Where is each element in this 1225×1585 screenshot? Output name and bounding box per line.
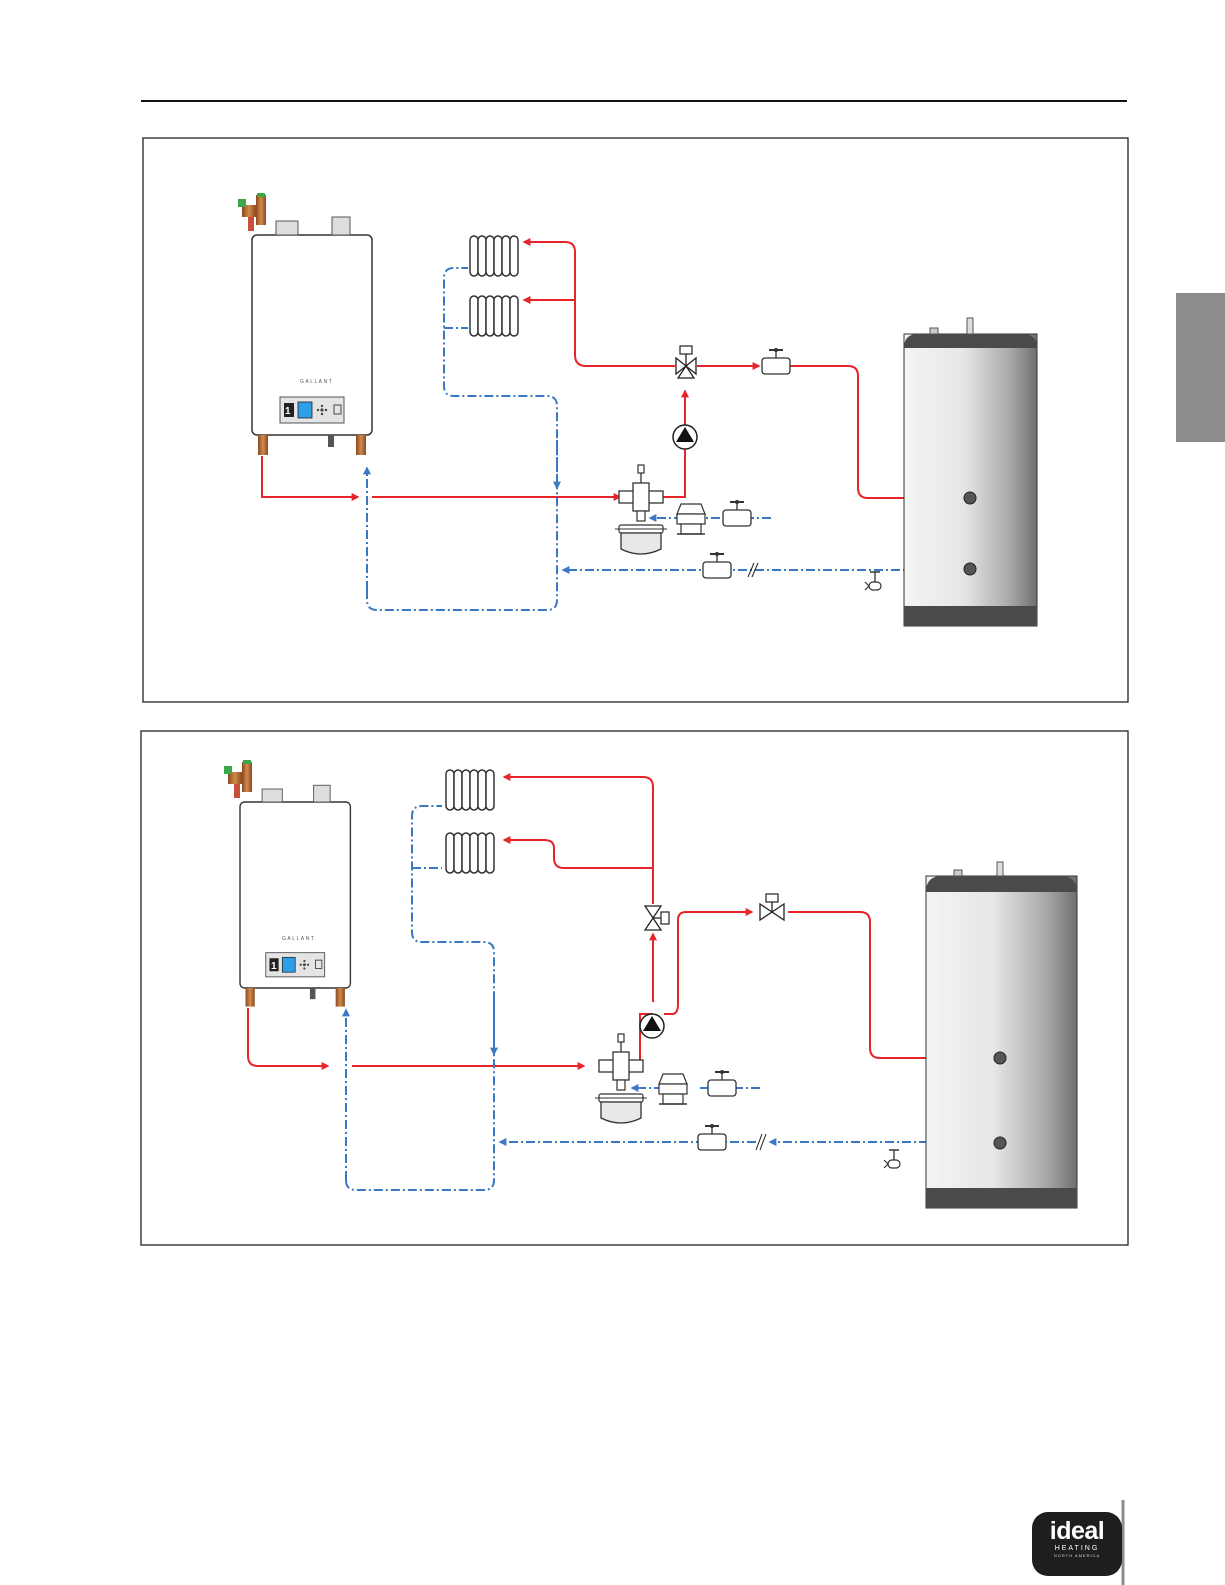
indirect-water-heater-icon [904,318,1037,626]
diagram-2: GALLANT 1 [141,731,1128,1245]
relief-valve-icon [224,760,252,798]
radiator-icon [470,236,518,276]
boiler-icon [252,217,372,455]
logo-wordmark: ideal [1032,1518,1122,1544]
ball-valve-icon [698,1124,726,1150]
ball-valve-icon [723,500,751,526]
logo-region: NORTH AMERICA [1032,1553,1122,1559]
hose-bibb-icon [884,1150,900,1168]
diagram-1: GALLANT 1 [143,138,1128,702]
relief-valve-icon [238,193,266,231]
boiler-display-digit: 1 [285,406,291,417]
ideal-heating-logo: ideal HEATING NORTH AMERICA [1032,1512,1122,1576]
circulator-pump-icon [673,425,697,449]
logo-subtitle: HEATING [1032,1544,1122,1553]
ball-valve-icon [703,552,731,578]
three-way-valve-icon [676,346,696,378]
hose-bibb-icon [865,572,881,590]
air-separator-icon [615,465,667,554]
ball-valve-icon [708,1070,736,1096]
two-way-valve-icon [760,894,784,920]
pressure-reducing-valve-icon [677,504,705,534]
radiator-icon [446,833,494,873]
indirect-water-heater-icon [926,862,1077,1208]
two-way-valve-icon [645,906,669,930]
radiator-icon [446,770,494,810]
circulator-pump-icon [640,1014,664,1038]
boiler-wordmark: GALLANT [300,379,333,385]
boiler-display-digit: 1 [271,961,277,972]
boiler-icon [240,785,350,1006]
ball-valve-icon [762,348,790,374]
pressure-reducing-valve-icon [659,1074,687,1104]
radiator-icon [470,296,518,336]
boiler-wordmark: GALLANT [282,936,315,942]
section-tab [1176,293,1225,442]
